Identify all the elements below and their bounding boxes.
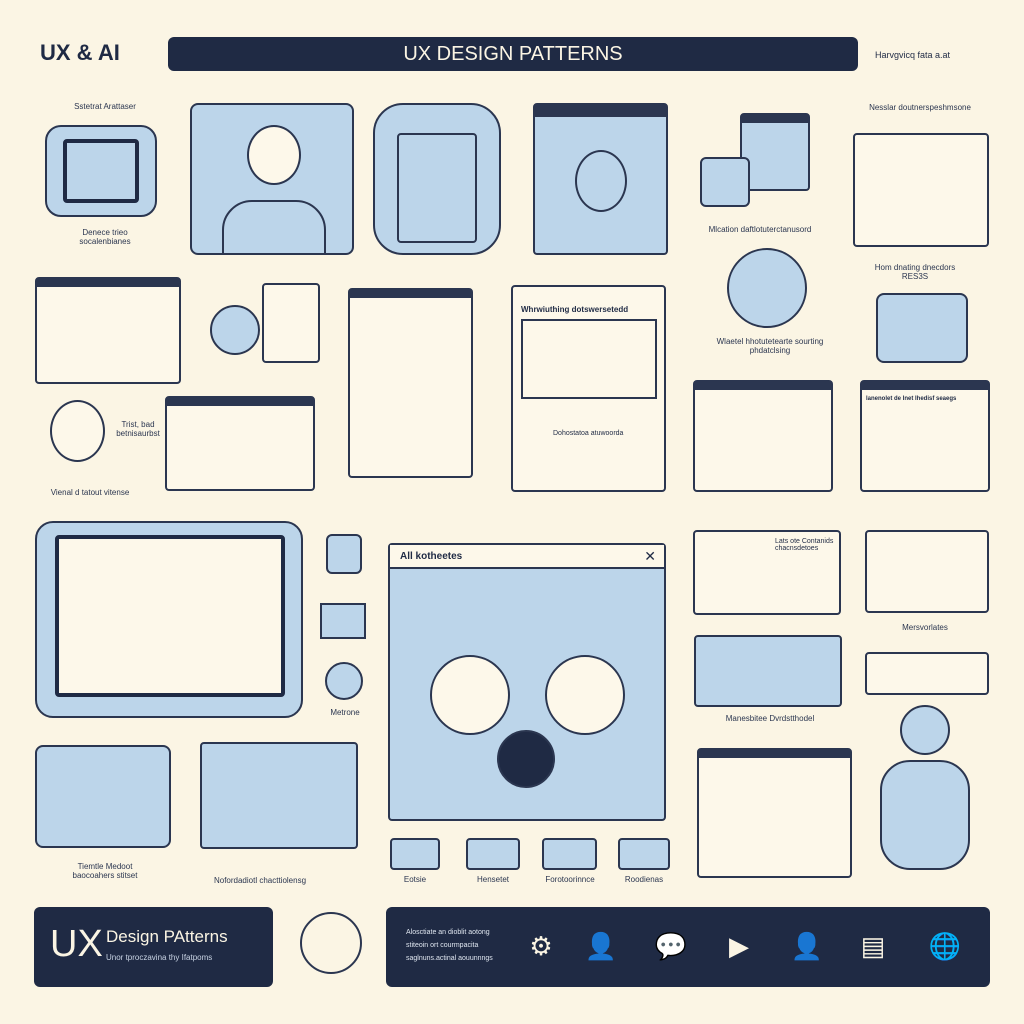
- gallery-window: [348, 288, 473, 478]
- chart-caption: Dohostatoa atuwoorda: [553, 430, 624, 437]
- bottom-item-2-label: Hensetet: [476, 875, 510, 884]
- network-diagram: [35, 745, 171, 848]
- toolbar-card: [865, 652, 989, 695]
- label-3: Mlcation daftlotuterctanusord: [708, 225, 812, 234]
- tablet-floorplan-panel: [373, 103, 501, 255]
- window-titlebar: [37, 279, 179, 287]
- radar-icon: [727, 248, 807, 328]
- smartwatch-icon: [210, 305, 260, 355]
- brain-icon: [497, 730, 555, 788]
- document-window: [697, 748, 852, 878]
- voice-assistant-window: [533, 103, 668, 255]
- label-11: Manesbitee Dvrdstthodel: [725, 714, 815, 723]
- window-titlebar: [742, 115, 808, 123]
- chat-play-icon[interactable]: ▶: [729, 931, 749, 961]
- footer-icons-panel: Alosctiate an dioblit aotong stiteoin or…: [386, 907, 990, 987]
- tablet-dashboard: [35, 521, 303, 718]
- label-7: Trist, bad betnisaurbst: [116, 420, 160, 438]
- window-titlebar: [695, 382, 831, 390]
- window-title: All kotheetes: [400, 551, 463, 562]
- body-shape: [222, 200, 326, 255]
- header-right-label: Harvgvicq fata a.at: [875, 50, 951, 60]
- map-window: [200, 742, 358, 849]
- avatar-glasses-panel: [190, 103, 354, 255]
- footer-brand-title: Design PAtterns: [106, 927, 228, 946]
- user-icon: [326, 534, 362, 574]
- feature-list-window: lanenolet de Inet Ihedisf seaegs: [860, 380, 990, 492]
- image-placeholder-icon: [63, 139, 139, 203]
- label-1: Sstetrat Arattaser: [74, 102, 136, 111]
- bottom-item-1-icon[interactable]: [390, 838, 440, 870]
- bottom-item-2-icon[interactable]: [466, 838, 520, 870]
- user-icon[interactable]: 👤: [584, 931, 618, 961]
- note-card: [262, 283, 320, 363]
- close-icon[interactable]: ✕: [644, 548, 656, 564]
- workflow-chart: [694, 635, 842, 707]
- bottom-item-3-icon[interactable]: [542, 838, 597, 870]
- footer-brand-panel: UX Design PAtterns Unor tproczavina thy …: [34, 907, 273, 987]
- window-titlebar: [862, 382, 988, 390]
- ai-assistant-window[interactable]: All kotheetes ✕: [388, 543, 666, 821]
- label-2: Denece trieo socalenbianes: [79, 228, 131, 246]
- footer-brand-subtitle: Unor tproczavina thy Ifatpoms: [106, 953, 213, 962]
- robot-figure: [900, 705, 950, 755]
- window-titlebar: [390, 545, 664, 569]
- window-titlebar: [350, 290, 471, 298]
- label-5: Hom dnating dnecdors RES3S: [874, 263, 956, 281]
- message-window: Lats ote Contanids chacnsdetoes: [693, 530, 841, 615]
- list-window: [165, 396, 315, 491]
- chat-chart-icon[interactable]: 💬: [654, 931, 688, 961]
- brand-logo: UX & AI: [40, 40, 120, 65]
- user-icon[interactable]: 👤: [790, 931, 824, 961]
- globe-icon[interactable]: 🌐: [928, 931, 962, 961]
- home-icon: [320, 603, 366, 639]
- tablet-screen: [397, 133, 477, 243]
- shield-icon: [325, 662, 363, 700]
- tablet-screen: [55, 535, 285, 697]
- label-4: Nesslar doutnerspeshmsone: [869, 103, 971, 112]
- bottom-item-3-label: Forotoorinnce: [545, 875, 595, 884]
- bottom-item-4-label: Roodienas: [624, 875, 664, 884]
- page-title: UX DESIGN PATTERNS: [403, 42, 623, 65]
- footer-description-3: saglnuns.actinal aouunnngs: [406, 955, 493, 962]
- image-card: [865, 530, 989, 613]
- bar-chart: [521, 319, 657, 399]
- gear-globe-icon[interactable]: ⚙: [529, 931, 553, 961]
- monitor-icon: [876, 293, 968, 363]
- robot-body: [880, 760, 970, 870]
- person-face: [575, 150, 627, 212]
- footer-description-1: Alosctiate an dioblit aotong: [406, 929, 490, 936]
- robot-face-left: [430, 655, 510, 735]
- footer-brand-ux: UX: [50, 923, 103, 965]
- label-10: Mersvorlates: [902, 623, 948, 632]
- footer-description-2: stiteoin ort courmpacita: [406, 942, 479, 949]
- network-user-icon: [300, 912, 362, 974]
- message-title: Lats ote Contanids chacnsdetoes: [775, 538, 834, 552]
- bottom-item-1-label: Eotsie: [403, 875, 427, 884]
- image-placeholder-tile: [45, 125, 157, 217]
- face-icon: [247, 125, 301, 185]
- chat-bubble: [700, 157, 750, 207]
- label-13: Nofordadiotl chacttiolensg: [213, 876, 307, 885]
- dashboard-card: [853, 133, 989, 247]
- chat-window: [740, 113, 810, 191]
- list-title: lanenolet de Inet Ihedisf seaegs: [866, 396, 957, 402]
- window-titlebar: [699, 750, 850, 758]
- window-titlebar: [535, 105, 666, 117]
- label-12: Tiemtle Medoot baocoahers stitset: [72, 862, 138, 880]
- title-banner: UX DESIGN PATTERNS: [168, 37, 858, 71]
- avatar-face: [50, 400, 105, 462]
- analytics-window: Whrwiuthing dotswersetedd Dohostatoa atu…: [511, 285, 666, 492]
- window-titlebar: [167, 398, 313, 406]
- chart-title: Whrwiuthing dotswersetedd: [521, 305, 629, 314]
- app-window-1: [35, 277, 181, 384]
- robot-face-right: [545, 655, 625, 735]
- label-9: Metrone: [330, 708, 360, 717]
- label-8: Vienal d tatout vitense: [50, 488, 130, 497]
- bottom-item-4-icon[interactable]: [618, 838, 670, 870]
- easel-icon[interactable]: ▤: [860, 931, 886, 961]
- profile-window: [693, 380, 833, 492]
- label-6: Wlaetel hhotutetearte sourting phdatclsi…: [716, 337, 824, 355]
